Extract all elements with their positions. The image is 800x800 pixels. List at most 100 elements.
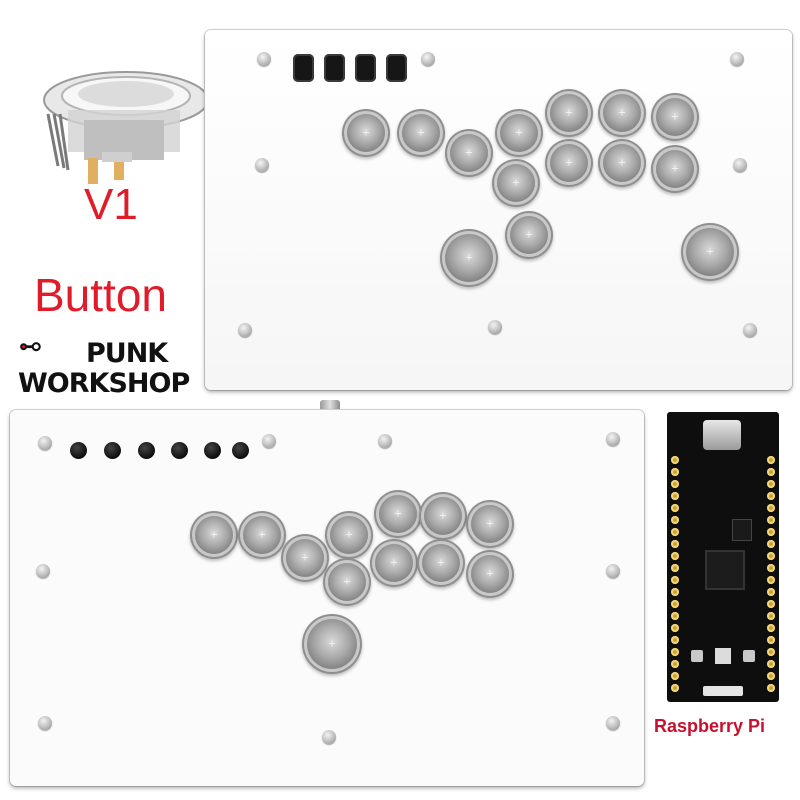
- arcade-button[interactable]: [330, 516, 368, 554]
- arcade-button[interactable]: [497, 164, 535, 202]
- arcade-button[interactable]: [422, 544, 460, 582]
- function-button[interactable]: [355, 54, 376, 82]
- reset-button[interactable]: [743, 650, 755, 662]
- arcade-button-large[interactable]: [445, 234, 493, 282]
- header-pin: [671, 588, 679, 596]
- header-pin: [671, 660, 679, 668]
- arcade-button[interactable]: [603, 94, 641, 132]
- bottom-case-panel: [10, 410, 644, 786]
- header-pin: [767, 660, 775, 668]
- screw-icon: [421, 52, 435, 66]
- debug-header: [703, 686, 743, 696]
- screw-icon: [378, 434, 392, 448]
- header-pin: [767, 456, 775, 464]
- header-pin: [767, 624, 775, 632]
- punk-workshop-logo: [20, 342, 41, 352]
- header-pin: [767, 636, 775, 644]
- header-pin: [671, 480, 679, 488]
- header-pin: [767, 540, 775, 548]
- screw-icon: [730, 52, 744, 66]
- boot-button[interactable]: [691, 650, 703, 662]
- raspberry-pi-pico-board: [667, 412, 779, 702]
- brand-line-1: PUNK: [86, 338, 168, 369]
- screw-icon: [606, 716, 620, 730]
- header-pin: [767, 648, 775, 656]
- arcade-button[interactable]: [510, 216, 548, 254]
- header-pin: [671, 540, 679, 548]
- usb-c-connector: [703, 420, 741, 450]
- arcade-button[interactable]: [424, 497, 462, 535]
- header-pin: [767, 468, 775, 476]
- led-icon: [715, 648, 731, 664]
- arcade-button[interactable]: [656, 98, 694, 136]
- arcade-button[interactable]: [243, 516, 281, 554]
- screw-icon: [606, 432, 620, 446]
- function-button[interactable]: [104, 442, 121, 459]
- screw-icon: [38, 436, 52, 450]
- function-button[interactable]: [232, 442, 249, 459]
- arcade-button[interactable]: [471, 555, 509, 593]
- header-pin: [767, 612, 775, 620]
- screw-icon: [36, 564, 50, 578]
- arcade-button[interactable]: [471, 505, 509, 543]
- arcade-button[interactable]: [286, 539, 324, 577]
- screw-icon: [743, 323, 757, 337]
- arcade-button[interactable]: [550, 94, 588, 132]
- arcade-button[interactable]: [195, 516, 233, 554]
- arcade-button-large[interactable]: [307, 619, 357, 669]
- header-pin: [671, 576, 679, 584]
- header-pin: [671, 468, 679, 476]
- arcade-button[interactable]: [450, 134, 488, 172]
- brand-line-2: WORKSHOP: [18, 368, 190, 399]
- arcade-button[interactable]: [328, 563, 366, 601]
- top-case-panel: [205, 30, 792, 390]
- header-pin: [767, 552, 775, 560]
- function-button[interactable]: [204, 442, 221, 459]
- header-pin: [767, 576, 775, 584]
- function-button[interactable]: [386, 54, 407, 82]
- function-button[interactable]: [138, 442, 155, 459]
- header-pin: [671, 528, 679, 536]
- arcade-button-large[interactable]: [686, 228, 734, 276]
- header-pin: [767, 528, 775, 536]
- board-caption: Raspberry Pi: [654, 716, 766, 736]
- header-pin: [671, 456, 679, 464]
- header-pin: [767, 684, 775, 692]
- flash-chip-icon: [733, 520, 751, 540]
- screw-icon: [38, 716, 52, 730]
- header-pin: [767, 564, 775, 572]
- header-pin: [671, 564, 679, 572]
- arcade-button[interactable]: [500, 114, 538, 152]
- arcade-button[interactable]: [656, 150, 694, 188]
- header-pin: [767, 588, 775, 596]
- header-pin: [767, 504, 775, 512]
- function-button[interactable]: [324, 54, 345, 82]
- header-pin: [671, 600, 679, 608]
- screw-icon: [262, 434, 276, 448]
- arcade-button[interactable]: [402, 114, 440, 152]
- header-pin: [767, 516, 775, 524]
- function-button[interactable]: [171, 442, 188, 459]
- header-pin: [671, 636, 679, 644]
- screw-icon: [606, 564, 620, 578]
- screw-icon: [257, 52, 271, 66]
- arcade-button[interactable]: [603, 144, 641, 182]
- header-pin: [671, 552, 679, 560]
- arcade-button[interactable]: [550, 144, 588, 182]
- header-pin: [671, 684, 679, 692]
- header-pin: [671, 624, 679, 632]
- screw-icon: [322, 730, 336, 744]
- header-pin: [671, 504, 679, 512]
- button-caption: Button: [34, 269, 167, 321]
- function-button[interactable]: [293, 54, 314, 82]
- function-button[interactable]: [70, 442, 87, 459]
- v1-caption: V1: [84, 180, 138, 229]
- arcade-button[interactable]: [379, 495, 417, 533]
- header-pin: [767, 672, 775, 680]
- screw-icon: [255, 158, 269, 172]
- arcade-button[interactable]: [347, 114, 385, 152]
- arcade-button[interactable]: [375, 544, 413, 582]
- header-pin: [671, 648, 679, 656]
- header-pin: [767, 600, 775, 608]
- screw-icon: [488, 320, 502, 334]
